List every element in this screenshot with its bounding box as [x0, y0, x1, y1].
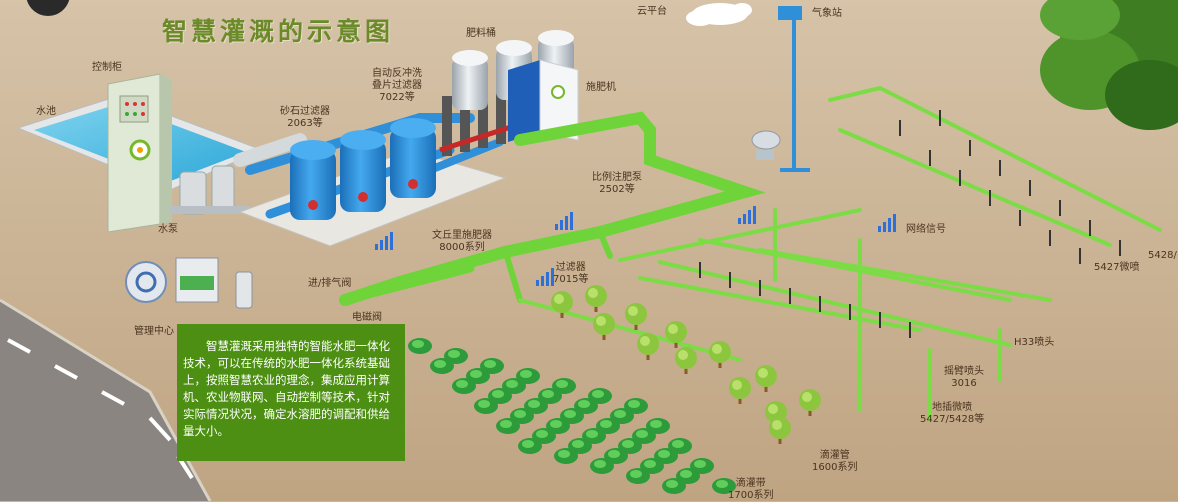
tree-icon — [769, 417, 791, 444]
tree-icon — [709, 341, 731, 368]
vegetable-icon — [496, 418, 520, 434]
vegetable-icon — [474, 398, 498, 414]
label-spray-right: 5428/ — [1148, 250, 1177, 261]
vegetable-icon — [444, 348, 468, 364]
tree-icon — [799, 389, 821, 416]
sand-filters — [290, 118, 436, 220]
description-text: 智慧灌溉采用独特的智能水肥一体化技术，可以在传统的水肥一体化系统基础上，按照智慧… — [183, 339, 390, 438]
label-pump: 水泵 — [158, 224, 178, 235]
weather-station — [778, 6, 810, 172]
vegetable-icon — [604, 448, 628, 464]
tree-icon — [593, 313, 615, 340]
vegetable-icon — [632, 428, 656, 444]
trees-top-right — [1040, 0, 1178, 130]
vegetable-icon — [624, 398, 648, 414]
vegetable-icon — [568, 438, 592, 454]
lateral-pipes — [518, 85, 1162, 422]
micro-sprinklers — [699, 110, 1121, 338]
control-cabinet — [107, 73, 172, 233]
signal-bar-icons — [375, 206, 896, 286]
satellite-dish-icon — [751, 130, 781, 160]
orchard-trees — [551, 285, 821, 444]
tree-icon — [637, 333, 659, 360]
fertilizer-machine — [508, 59, 579, 142]
vegetable-icon — [662, 478, 686, 494]
vegetable-icon — [502, 378, 526, 394]
vegetable-icon — [538, 388, 562, 404]
vegetable-icon — [626, 468, 650, 484]
vegetable-icon — [588, 388, 612, 404]
vegetable-icon — [546, 418, 570, 434]
label-network-signal: 网络信号 — [906, 224, 946, 235]
label-air-valve: 进/排气阀 — [308, 278, 352, 289]
tree-icon — [665, 321, 687, 348]
disc-filters — [439, 84, 521, 156]
label-fert-bucket: 肥料桶 — [466, 28, 496, 39]
vegetable-icon — [518, 438, 542, 454]
vegetable-icon — [488, 388, 512, 404]
label-management-center: 管理中心 — [134, 326, 174, 337]
cloud-icon — [686, 3, 752, 26]
vegetable-icon — [654, 448, 678, 464]
water-pumps — [170, 133, 307, 215]
vegetable-icon — [574, 398, 598, 414]
vegetable-icon — [596, 418, 620, 434]
label-control-cabinet: 控制柜 — [92, 62, 122, 73]
tree-icon — [585, 285, 607, 312]
vegetable-icon — [532, 428, 556, 444]
vegetable-icon — [554, 448, 578, 464]
vegetable-icon — [516, 368, 540, 384]
vegetable-icon — [408, 338, 432, 354]
label-solenoid-valve: 电磁阀 — [352, 312, 382, 323]
green-main-pipes — [339, 111, 766, 306]
vegetable-icon — [668, 438, 692, 454]
vegetable-icon — [466, 368, 490, 384]
vegetable-icon — [618, 438, 642, 454]
vegetable-icon — [552, 378, 576, 394]
tree-icon — [675, 347, 697, 374]
vegetable-icon — [646, 418, 670, 434]
vegetable-icon — [590, 458, 614, 474]
vegetable-icon — [582, 428, 606, 444]
tree-icon — [729, 377, 751, 404]
label-weather-station: 气象站 — [812, 8, 842, 19]
road — [0, 298, 212, 501]
vegetable-plants — [408, 338, 736, 494]
vegetable-icon — [524, 398, 548, 414]
vegetable-icon — [640, 458, 664, 474]
label-fertilizer-machine: 施肥机 — [586, 82, 616, 93]
vegetable-icon — [510, 408, 534, 424]
vegetable-icon — [676, 468, 700, 484]
vegetable-icon — [690, 458, 714, 474]
description-panel: 智慧灌溉采用独特的智能水肥一体化技术，可以在传统的水肥一体化系统基础上，按照智慧… — [177, 324, 405, 461]
vegetable-icon — [452, 378, 476, 394]
vegetable-icon — [560, 408, 584, 424]
label-micro-spray: 5427微喷 — [1094, 262, 1140, 273]
vegetable-icon — [480, 358, 504, 374]
tree-icon — [755, 365, 777, 392]
vegetable-icon — [430, 358, 454, 374]
label-pool: 水池 — [36, 106, 56, 117]
tree-icon — [625, 303, 647, 330]
page-title: 智慧灌溉的示意图 — [162, 17, 395, 46]
label-h33: H33喷头 — [1014, 337, 1055, 348]
management-center-devices — [125, 257, 253, 309]
tree-icon — [551, 291, 573, 318]
vegetable-icon — [712, 478, 736, 494]
label-cloud: 云平台 — [637, 6, 667, 17]
vegetable-icon — [610, 408, 634, 424]
globe-icon — [26, 0, 70, 16]
